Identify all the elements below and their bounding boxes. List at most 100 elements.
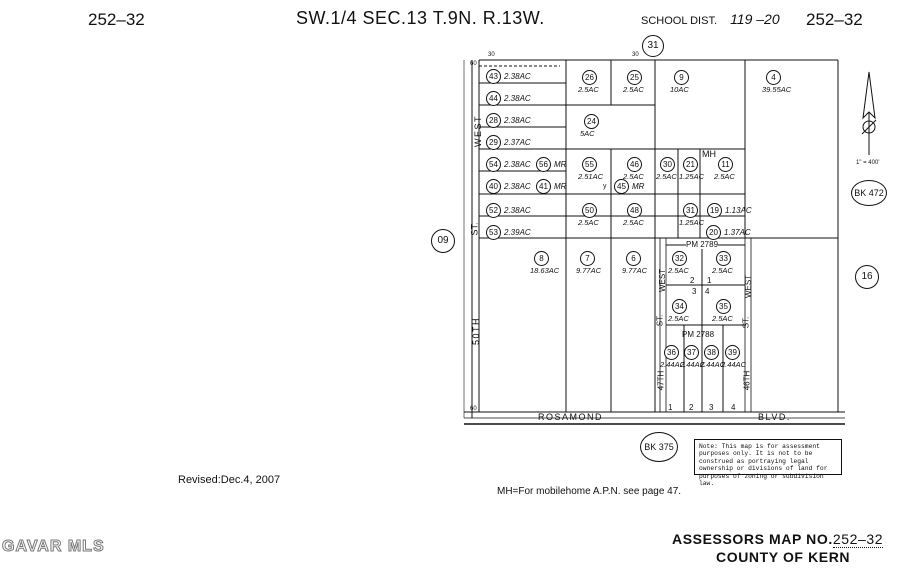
y-mark: y (603, 183, 607, 190)
revised-date: Revised:Dec.4, 2007 (178, 474, 281, 486)
parcel-area: 2.5AC (668, 314, 689, 323)
parcel-area: 2.38AC (504, 160, 531, 169)
parcel-area: 2.5AC (712, 266, 733, 275)
parcel-number: 40 (486, 179, 501, 194)
street-label-47th-name: 47TH (656, 370, 666, 391)
street-label-50th-st: ST. (469, 222, 480, 236)
lot-1-label: 1 (668, 403, 673, 412)
parcel-area: 2.38AC (504, 72, 531, 81)
parcel-area: 39.55AC (762, 85, 792, 94)
parcel-number: 9 (674, 70, 689, 85)
parcel-area: MR (554, 160, 567, 169)
parcel-area: 2.5AC (656, 172, 677, 181)
parcel-number: 54 (486, 157, 501, 172)
parcel-area: 2.5AC (668, 266, 689, 275)
map-id-left: 252–32 (88, 10, 145, 29)
parcel-area: 2.5AC (578, 85, 599, 94)
parcel-area: 2.38AC (504, 182, 531, 191)
parcel-number: 38 (704, 345, 719, 360)
school-dist-value: 119 –20 (730, 11, 780, 27)
assessors-map-title: ASSESSORS MAP NO.252–32 (672, 531, 884, 548)
parcel-number: 28 (486, 113, 501, 128)
parcel-number: 44 (486, 91, 501, 106)
book-472-badge: BK 472 (851, 180, 887, 206)
parcel-area: 2.44AC (700, 360, 726, 369)
street-label-46th-st: ST. (741, 316, 751, 329)
lot-2-label: 2 (689, 403, 694, 412)
county-label: COUNTY OF KERN (716, 549, 851, 565)
parcel-number: 33 (716, 251, 731, 266)
dim-60-top: 60 (470, 61, 477, 67)
parcel-number: 37 (684, 345, 699, 360)
parcel-area: 1.25AC (679, 172, 705, 181)
parcel-number: 6 (626, 251, 641, 266)
lot-1b-label: 1 (707, 276, 712, 285)
parcel-number: 31 (683, 203, 698, 218)
parcel-area: 2.44AC (721, 360, 747, 369)
north-arrow-icon (861, 71, 877, 155)
street-label-rosamond: ROSAMOND (538, 412, 604, 422)
mh-label: MH (702, 149, 716, 159)
street-label-46th-west: WEST (744, 274, 754, 299)
pm-2789-label: PM 2789 (686, 240, 719, 249)
lot-2b-label: 2 (690, 276, 695, 285)
parcel-area: 2.38AC (504, 94, 531, 103)
parcel-number: 43 (486, 69, 501, 84)
lot-4-label: 4 (731, 403, 736, 412)
parcel-area: 2.38AC (504, 206, 531, 215)
adjacent-map-top: 31 (642, 35, 664, 57)
parcel-area: 1.37AC (724, 228, 751, 237)
map-id-right: 252–32 (806, 10, 863, 29)
street-label-blvd: BLVD. (758, 412, 791, 422)
parcel-number: 48 (627, 203, 642, 218)
lot-3-label: 3 (709, 403, 714, 412)
lot-3b-label: 3 (692, 287, 697, 296)
parcel-area: 2.5AC (623, 85, 644, 94)
school-dist-label: SCHOOL DIST. (641, 15, 717, 27)
parcel-area: 2.37AC (504, 138, 531, 147)
parcel-number: 7 (580, 251, 595, 266)
school-district: SCHOOL DIST. 119 –20 (641, 11, 780, 27)
parcel-number: 46 (627, 157, 642, 172)
watermark: GAVAR MLS (2, 538, 105, 556)
dim-30-left: 30 (488, 52, 495, 58)
adjacent-map-left: 09 (431, 229, 455, 253)
parcel-number: 32 (672, 251, 687, 266)
parcel-area: 1.13AC (725, 206, 752, 215)
parcel-number: 4 (766, 70, 781, 85)
scale-label: 1" = 400' (856, 160, 880, 166)
parcel-number: 56 (536, 157, 551, 172)
parcel-area: 1.25AC (679, 218, 705, 227)
parcel-area: 2.44AC (680, 360, 706, 369)
parcel-area: 2.5AC (714, 172, 735, 181)
parcel-number: 53 (486, 225, 501, 240)
parcel-area: 2.51AC (578, 172, 604, 181)
dim-60-bottom: 60 (470, 406, 477, 412)
assessment-note: Note: This map is for assessment purpose… (694, 439, 842, 487)
